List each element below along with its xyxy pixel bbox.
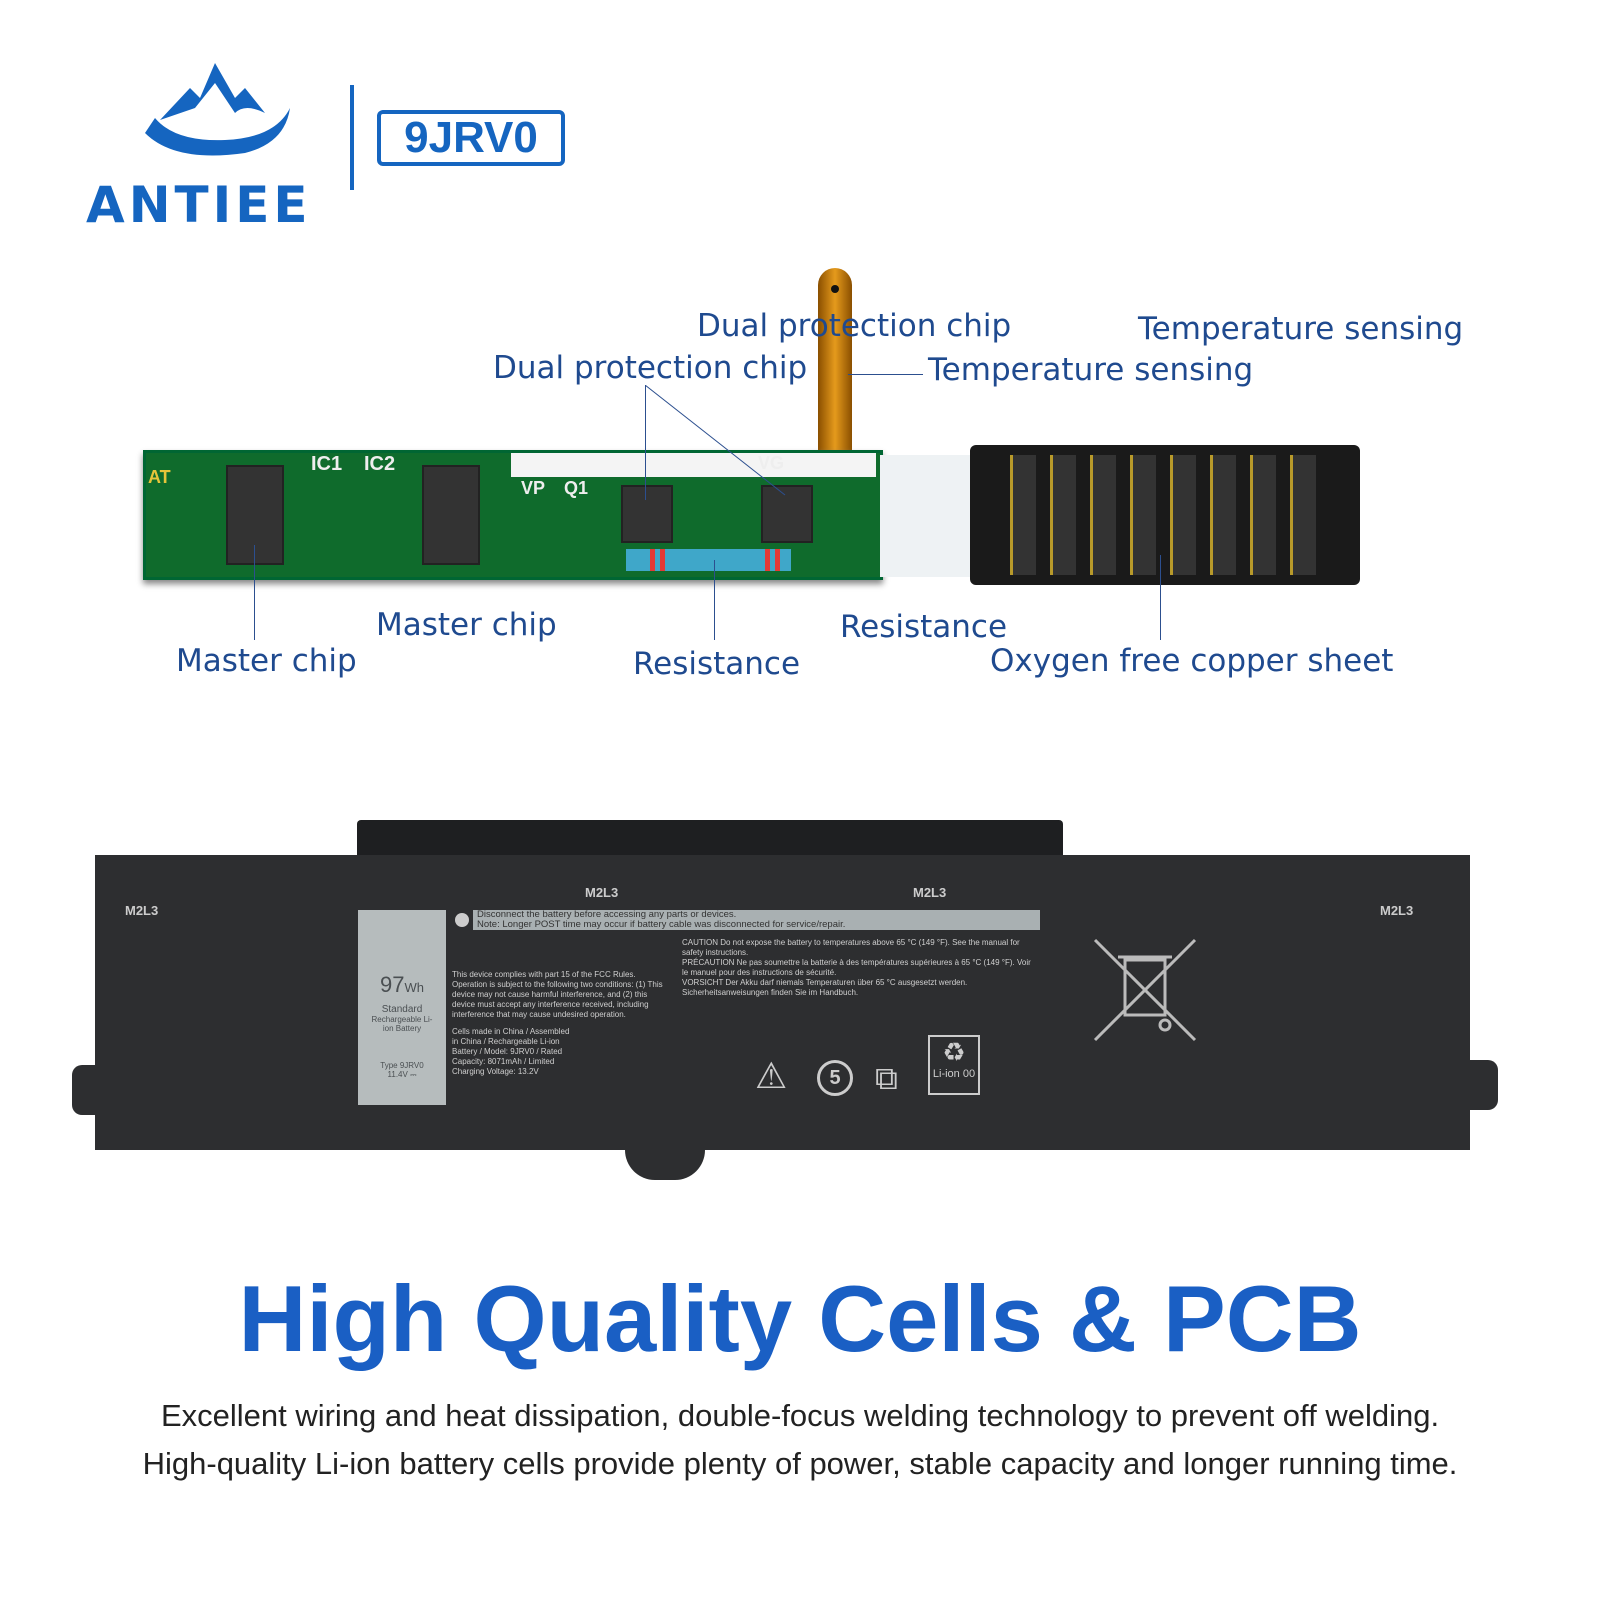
temperature-sensor-cable (818, 268, 852, 453)
warning-banner: Disconnect the battery before accessing … (473, 910, 1040, 930)
protection-chip-2 (761, 485, 813, 543)
model-badge: 9JRV0 (377, 110, 565, 166)
description-line: High-quality Li-ion battery cells provid… (142, 1446, 1458, 1481)
type-text: Type 9JRV0 (380, 1061, 424, 1070)
mountain-logo-icon (145, 63, 290, 156)
resistor (626, 549, 791, 571)
description-line: Excellent wiring and heat dissipation, d… (160, 1398, 1440, 1433)
pcb-text: IC2 (364, 453, 396, 475)
label-temperature-sensing: Temperature sensing (1138, 311, 1464, 347)
caution-triangle-icon: ⚠ (755, 1055, 788, 1096)
rechargeable-text: Rechargeable Li-ion Battery (371, 1015, 433, 1033)
precaution-text: PRÉCAUTION Ne pas soumettre la batterie … (682, 958, 1031, 977)
fcc-text: This device complies with part 15 of the… (452, 970, 663, 1019)
label-resistance: Resistance (840, 609, 1008, 645)
label-master-chip: Master chip (176, 643, 357, 679)
warning-line: Disconnect the battery before accessing … (477, 909, 737, 920)
divider (350, 85, 354, 190)
pcb-board: AT IC1 IC2 VP Q1 VG (143, 450, 883, 580)
master-chip-1 (226, 465, 284, 565)
standard-text: Standard (381, 1004, 423, 1015)
li-ion-recycle-icon: ♻Li-ion 00 (928, 1035, 980, 1095)
brand-name: ANTIEE (86, 176, 312, 234)
battery-body: M2L3 M2L3 M2L3 M2L3 97Wh Standard Rechar… (95, 855, 1470, 1150)
label-temperature-sensing: Temperature sensing (928, 352, 1254, 388)
copper-connector (970, 445, 1360, 585)
recycling-china-icon: ⧉ (875, 1060, 898, 1096)
label-oxygen-free-copper: Oxygen free copper sheet (990, 643, 1394, 679)
capacity-label: 97Wh Standard Rechargeable Li-ion Batter… (358, 910, 446, 1105)
headline: High Quality Cells & PCB (238, 1266, 1362, 1371)
warning-icon (455, 913, 469, 927)
master-chip-2 (422, 465, 480, 565)
recycle-text: Li-ion 00 (932, 1068, 976, 1080)
battery-top-ridge (357, 820, 1063, 860)
screw-label: M2L3 (585, 885, 619, 900)
capacity-unit: Wh (404, 980, 424, 995)
pcb-text: IC1 (311, 453, 343, 475)
vorsicht-text: VORSICHT Der Akku darf niemals Temperatu… (682, 978, 968, 997)
label-resistance: Resistance (633, 646, 801, 682)
pcb-text: Q1 (564, 478, 589, 498)
pcb-silkscreen (511, 453, 876, 477)
caution-text: CAUTION Do not expose the battery to tem… (682, 938, 1020, 957)
origin-text: Cells made in China / Assembled in China… (452, 1027, 570, 1076)
epup-5-icon: 5 (817, 1060, 853, 1096)
pcb-text: VP (521, 478, 546, 498)
screw-label: M2L3 (913, 885, 947, 900)
voltage-text: 11.4V ⎓ (387, 1070, 417, 1079)
capacity-value: 97 (380, 972, 405, 997)
screw-label: M2L3 (125, 903, 159, 918)
pcb-text: AT (148, 467, 171, 487)
label-dual-protection-chip: Dual protection chip (697, 308, 1012, 344)
crossed-bin-icon (1093, 938, 1197, 1042)
label-dual-protection-chip: Dual protection chip (493, 350, 808, 386)
protection-chip-1 (621, 485, 673, 543)
label-master-chip: Master chip (376, 607, 557, 643)
sensor-dot (831, 285, 839, 293)
pcb-text: VG (758, 453, 785, 473)
screw-label: M2L3 (1380, 903, 1414, 918)
warning-line: Note: Longer POST time may occur if batt… (477, 918, 846, 930)
caution-block: CAUTION Do not expose the battery to tem… (682, 938, 1037, 998)
